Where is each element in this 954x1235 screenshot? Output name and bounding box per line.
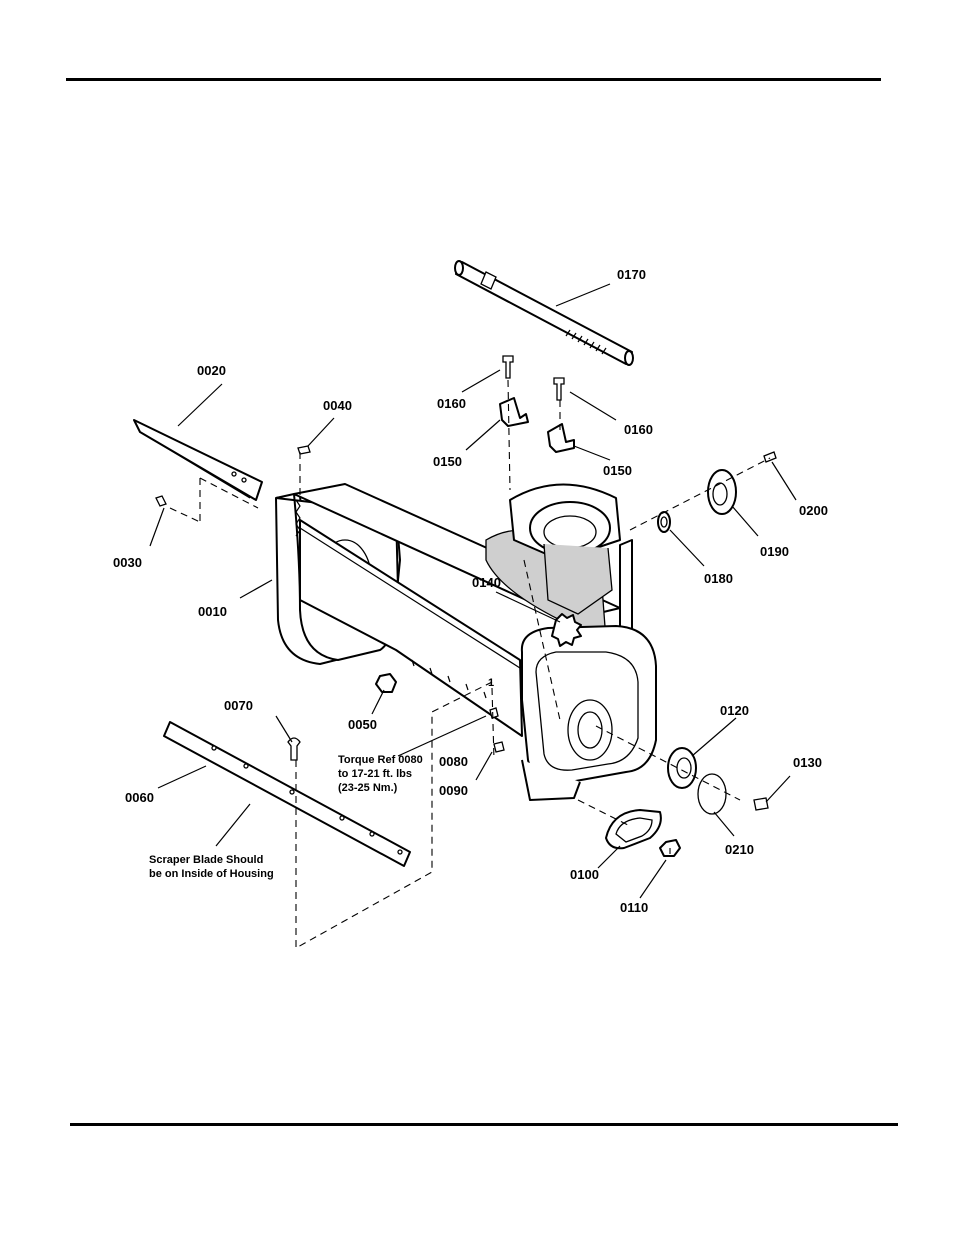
notes: Torque Ref 0080 to 17-21 ft. lbs (23-25 … bbox=[149, 677, 494, 880]
label-0120: 0120 bbox=[720, 703, 749, 718]
label-0200: 0200 bbox=[799, 503, 828, 518]
bracket-left bbox=[500, 356, 528, 426]
label-0040: 0040 bbox=[323, 398, 352, 413]
bracket-right bbox=[548, 378, 574, 452]
label-0160-left: 0160 bbox=[437, 396, 466, 411]
label-0050: 0050 bbox=[348, 717, 377, 732]
label-0150-left: 0150 bbox=[433, 454, 462, 469]
label-0110: 0110 bbox=[620, 900, 648, 915]
label-0030: 0030 bbox=[113, 555, 142, 570]
drift-cutter bbox=[134, 420, 310, 506]
torque-note-line-2: to 17-21 ft. lbs bbox=[338, 768, 412, 780]
scraper-note-line-1: Scraper Blade Should bbox=[149, 854, 263, 866]
label-0160-right: 0160 bbox=[624, 422, 653, 437]
label-0180: 0180 bbox=[704, 571, 733, 586]
label-0150-right: 0150 bbox=[603, 463, 632, 478]
label-0210: 0210 bbox=[725, 842, 754, 857]
label-0140: 0140 bbox=[472, 575, 501, 590]
auger-shaft bbox=[455, 261, 633, 365]
label-0080: 0080 bbox=[439, 754, 468, 769]
label-0020: 0020 bbox=[197, 363, 226, 378]
label-0070: 0070 bbox=[224, 698, 253, 713]
label-0100: 0100 bbox=[570, 867, 599, 882]
part-labels: 0020 0030 0040 0010 0050 0070 0060 0080 … bbox=[113, 267, 828, 915]
leader-lines bbox=[150, 284, 796, 898]
label-0060: 0060 bbox=[125, 790, 154, 805]
label-0130: 0130 bbox=[793, 755, 822, 770]
label-0010: 0010 bbox=[198, 604, 227, 619]
torque-note-line-1: Torque Ref 0080 bbox=[338, 754, 423, 766]
scraper-blade bbox=[164, 722, 410, 866]
scraper-note-line-2: be on Inside of Housing bbox=[149, 868, 274, 880]
label-0170: 0170 bbox=[617, 267, 646, 282]
torque-note-line-3: (23-25 Nm.) bbox=[338, 782, 398, 794]
label-0090: 0090 bbox=[439, 783, 468, 798]
marker-label: 1 bbox=[488, 677, 494, 689]
label-0190: 0190 bbox=[760, 544, 789, 559]
